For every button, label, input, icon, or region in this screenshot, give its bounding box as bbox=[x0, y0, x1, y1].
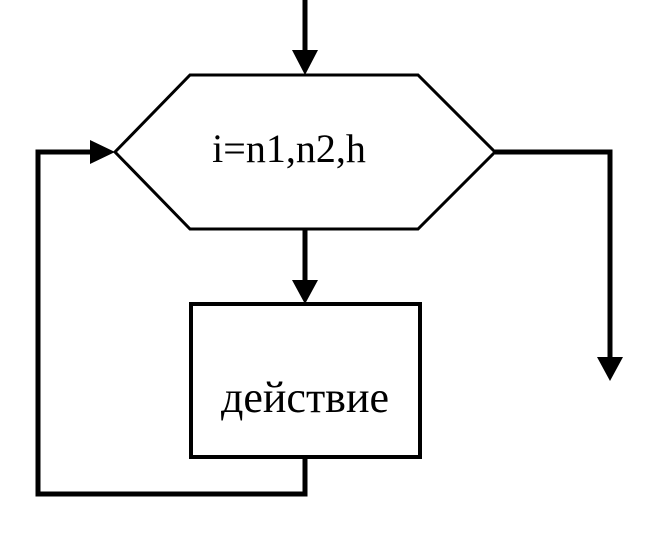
entry-arrowhead bbox=[292, 50, 318, 75]
action-label: действие bbox=[221, 373, 389, 422]
action-box bbox=[189, 302, 422, 459]
loop-back-arrowhead bbox=[90, 140, 115, 164]
body-arrowhead bbox=[292, 280, 318, 304]
loop-back-line bbox=[35, 149, 308, 497]
exit-arrowhead bbox=[597, 357, 623, 381]
exit-line bbox=[495, 149, 613, 357]
loop-label: i=n1,n2,h bbox=[212, 126, 366, 171]
